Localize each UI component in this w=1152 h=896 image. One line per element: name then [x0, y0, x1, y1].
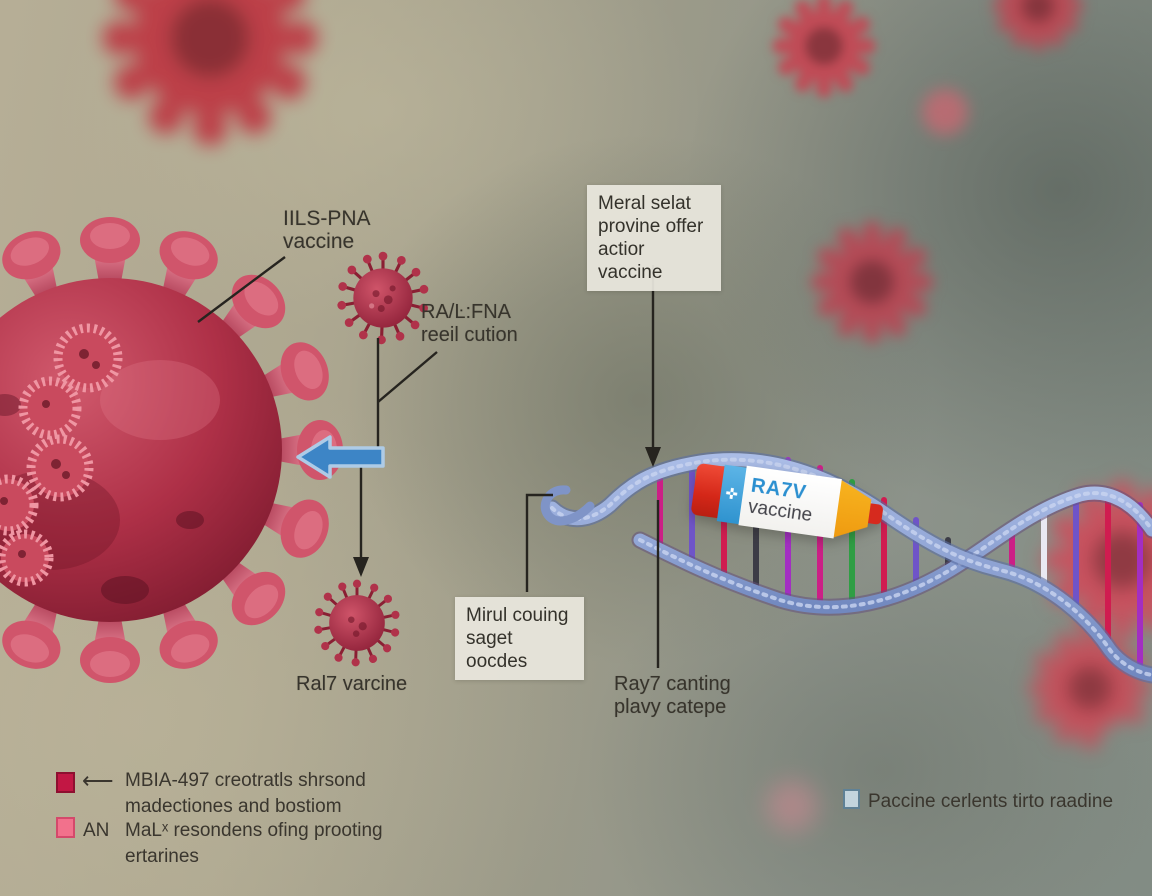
label-line: reeil cution	[421, 324, 518, 346]
note-line: Meral selat	[598, 193, 691, 214]
label-ray7: Ray7 canting plavy catepe	[614, 673, 731, 719]
legend-line: MBIA-497 creotratls shrsond	[125, 770, 366, 791]
label-rafna: RA/Ŀ:FNA reeil cution	[421, 301, 518, 347]
legend-item-3-text: Paccine cerlents tirto raadine	[868, 791, 1114, 812]
note-box-mirul: Mirul couing saget oocdes	[455, 597, 584, 680]
label-ral7: Ral7 varcine	[296, 673, 407, 696]
legend-item-2-prefix: AN	[83, 820, 110, 841]
blurred-virus	[772, 0, 876, 98]
blurred-virus	[766, 780, 818, 832]
label-line: RA/Ŀ:FNA	[421, 301, 512, 323]
label-line: vaccine	[283, 230, 355, 253]
note-line: provine offer	[598, 216, 704, 237]
label-line: Ray7 canting	[614, 673, 731, 695]
legend-swatch-pink	[56, 817, 75, 838]
legend-swatch-crimson	[56, 772, 75, 793]
left-arrow-icon: ⟵	[82, 768, 114, 793]
note-line: Mirul couing	[466, 605, 569, 626]
legend-item-2-text: MaLˣ resondens ofing prooting ertarines	[125, 818, 383, 870]
legend-line: MaLˣ resondens ofing prooting	[125, 820, 383, 841]
note-line: actior vaccine	[598, 239, 663, 283]
large-virus-illustration	[0, 217, 343, 683]
blurred-virus	[102, 0, 318, 146]
legend-line: madectiones and bostiom	[125, 796, 342, 817]
legend-item-1-text: MBIA-497 creotratls shrsond madectiones …	[125, 768, 366, 820]
blue-arrow-icon	[296, 435, 385, 479]
legend-swatch-blue	[843, 789, 860, 809]
note-box-meral: Meral selat provine offer actior vaccine	[587, 185, 721, 291]
blurred-virus	[811, 221, 933, 343]
label-line: Ral7 varcine	[296, 673, 408, 695]
label-ils-pna: IILS-PNA vaccine	[283, 207, 371, 253]
label-line: IILS-PNA	[283, 207, 371, 230]
small-virus-illustration	[336, 251, 430, 345]
legend-line: ertarines	[125, 846, 199, 867]
note-line: saget oocdes	[466, 628, 528, 672]
blurred-virus	[993, 0, 1083, 51]
label-line: plavy catepe	[614, 696, 727, 718]
blurred-virus	[922, 89, 968, 135]
small-virus-illustration	[313, 579, 401, 667]
